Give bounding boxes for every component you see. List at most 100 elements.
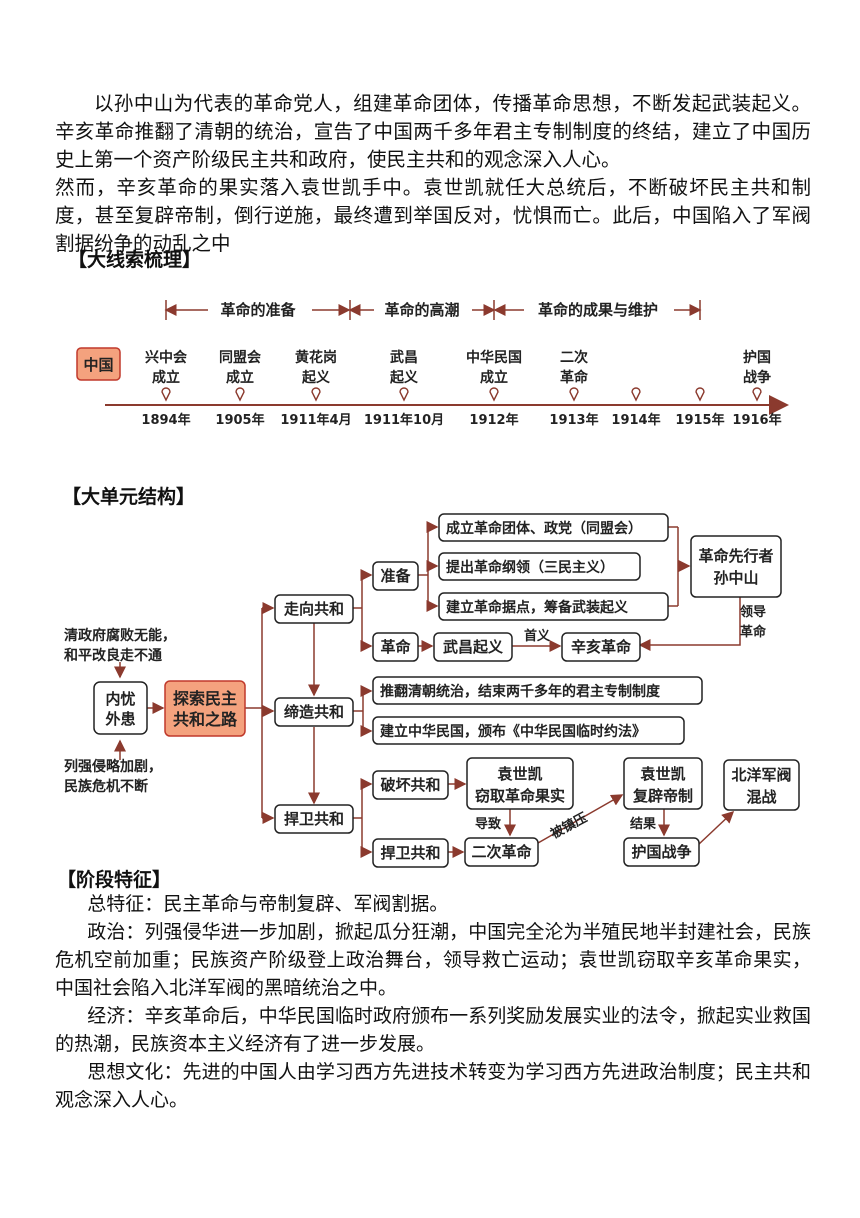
feature-economy: 经济：辛亥革命后，中华民国临时政府颁布一系列奖励发展实业的法令，掀起实业救国的热…: [55, 1002, 811, 1058]
wuchang-box: [433, 632, 513, 662]
location-pin-icon: [489, 387, 499, 402]
inner-line1: 内忧: [105, 690, 135, 708]
result-label: 结果: [630, 816, 656, 832]
branch-box-1: [274, 594, 354, 624]
feature-text: 民主革命与帝制复辟、军阀割据。: [163, 893, 449, 915]
beiyang-line2: 混战: [746, 788, 776, 806]
inner-line2: 外患: [104, 710, 135, 728]
feature-text: 先进的中国人由学习西方先进技术转变为学习西方先进政治制度；民主共和观念深入人心。: [55, 1061, 811, 1111]
timeline-diagram: 革命的准备 革命的高潮 革命的成果与维护 中国 兴中会成立1894年同盟会成立1…: [76, 298, 789, 428]
event-year: 1905年: [215, 412, 264, 428]
yuan1-line2: 窃取革命果实: [475, 787, 565, 805]
branch-box-2: [274, 697, 354, 727]
feature-overall: 总特征：民主革命与帝制复辟、军阀割据。: [55, 890, 811, 918]
timeline-event: 二次革命 1913年: [549, 349, 598, 428]
feature-label: 经济：: [87, 1005, 145, 1027]
timeline-event: 武昌起义 1911年10月: [364, 349, 444, 428]
found-item-box-1: [372, 676, 703, 705]
wuchang-label: 武昌起义: [443, 638, 503, 656]
beiyang-line1: 北洋军阀: [731, 766, 791, 784]
yuan2-box: [623, 757, 703, 810]
event-label-line1: 同盟会: [219, 349, 262, 366]
location-pin-icon: [752, 387, 762, 402]
yuan1-line1: 袁世凯: [496, 765, 542, 783]
event-year: 1912年: [469, 412, 518, 428]
revolution-label: 革命: [380, 638, 411, 656]
intro-paragraph-2: 然而，辛亥革命的果实落入袁世凯手中。袁世凯就任大总统后，不断破坏民主共和制度，甚…: [55, 176, 811, 255]
phase-label-3: 革命的成果与维护: [538, 301, 658, 319]
yuan1-box: [466, 757, 574, 810]
event-label-line2: 成立: [480, 369, 508, 386]
location-pin-icon: [631, 387, 641, 402]
cause-bottom-line2: 民族危机不断: [64, 778, 148, 795]
prep-item-2: 提出革命纲领（三民主义）: [446, 559, 614, 576]
lead-line1: 领导: [740, 604, 766, 620]
branch-label-3: 捍卫共和: [284, 810, 344, 828]
feature-text: 列强侵华进一步加剧，掀起瓜分狂潮，中国完全沦为半殖民地半封建社会，民族危机空前加…: [55, 921, 811, 999]
prep-label: 准备: [380, 567, 411, 585]
event-label-line2: 革命: [560, 369, 589, 386]
inner-box: [93, 681, 148, 735]
branch-label-1: 走向共和: [284, 600, 344, 618]
cause-bottom-line1: 列强侵略加剧，: [64, 758, 162, 775]
found-item-box-2: [372, 716, 685, 745]
features-section-title: 【阶段特征】: [57, 869, 172, 891]
phase-label-1: 革命的准备: [220, 301, 296, 319]
timeline-section-title: 【大线索梳理】: [68, 249, 202, 271]
event-year: 1915年: [675, 412, 724, 428]
feature-label: 总特征：: [87, 893, 164, 915]
huguo-box: [623, 837, 700, 867]
prep-item-3: 建立革命据点，筹备武装起义: [446, 599, 628, 616]
event-label-line2: 战争: [743, 369, 771, 386]
branch-box-3: [274, 804, 354, 834]
center-line1: 探索民主: [173, 689, 237, 708]
event-label-line2: 成立: [152, 369, 180, 386]
feature-label: 政治：: [87, 921, 145, 943]
phase-label-2: 革命的高潮: [384, 301, 459, 319]
event-year: 1913年: [549, 412, 598, 428]
location-pin-icon: [399, 387, 409, 402]
country-box: [76, 347, 121, 381]
event-year: 1911年4月: [280, 412, 351, 428]
branch-label-2: 缔造共和: [284, 703, 344, 721]
event-label-line1: 黄花岗: [295, 349, 337, 366]
second-rev-label: 二次革命: [471, 843, 532, 861]
prep-item-box-3: [438, 592, 669, 621]
location-pin-icon: [695, 387, 705, 402]
prep-item-1: 成立革命团体、政党（同盟会）: [446, 520, 642, 537]
xinhai-label: 辛亥革命: [571, 638, 632, 656]
timeline-event: 1914年: [611, 387, 661, 428]
prep-item-box-1: [438, 513, 669, 542]
destroy-box: [372, 770, 449, 800]
destroy-label: 破坏共和: [380, 776, 440, 794]
event-year: 1894年: [141, 412, 190, 428]
event-label-line2: 成立: [226, 369, 254, 386]
feature-politics: 政治：列强侵华进一步加剧，掀起瓜分狂潮，中国完全沦为半殖民地半封建社会，民族危机…: [55, 918, 811, 1002]
structure-section-title: 【大单元结构】: [62, 486, 196, 508]
event-label-line1: 中华民国: [466, 349, 522, 366]
event-label-line1: 二次: [560, 349, 588, 366]
defend-box: [372, 838, 449, 868]
event-label-line1: 护国: [743, 349, 771, 366]
feature-label: 思想文化：: [87, 1061, 183, 1083]
found-item-1: 推翻清朝统治，结束两千多年的君主专制制度: [380, 683, 661, 700]
yuan2-line1: 袁世凯: [639, 765, 685, 783]
center-box: [164, 680, 246, 737]
prep-item-box-2: [438, 552, 641, 581]
lead-line2: 革命: [740, 624, 767, 640]
event-label-line1: 武昌: [390, 349, 418, 366]
event-label-line2: 起义: [389, 369, 418, 386]
revolution-box: [372, 632, 419, 662]
structure-diagram: 清政府腐败无能， 和平改良走不通 列强侵略加剧， 民族危机不断 内忧 外患 探索…: [64, 513, 800, 868]
cause-top-line1: 清政府腐败无能，: [64, 627, 176, 644]
event-year: 1911年10月: [364, 412, 444, 428]
timeline-event: 1915年: [675, 387, 725, 428]
pioneer-box: [690, 535, 782, 598]
feature-text: 辛亥革命后，中华民国临时政府颁布一系列奖励发展实业的法令，掀起实业救国的热潮，民…: [55, 1005, 811, 1055]
country-label: 中国: [83, 356, 113, 374]
beiyang-box: [723, 759, 800, 811]
